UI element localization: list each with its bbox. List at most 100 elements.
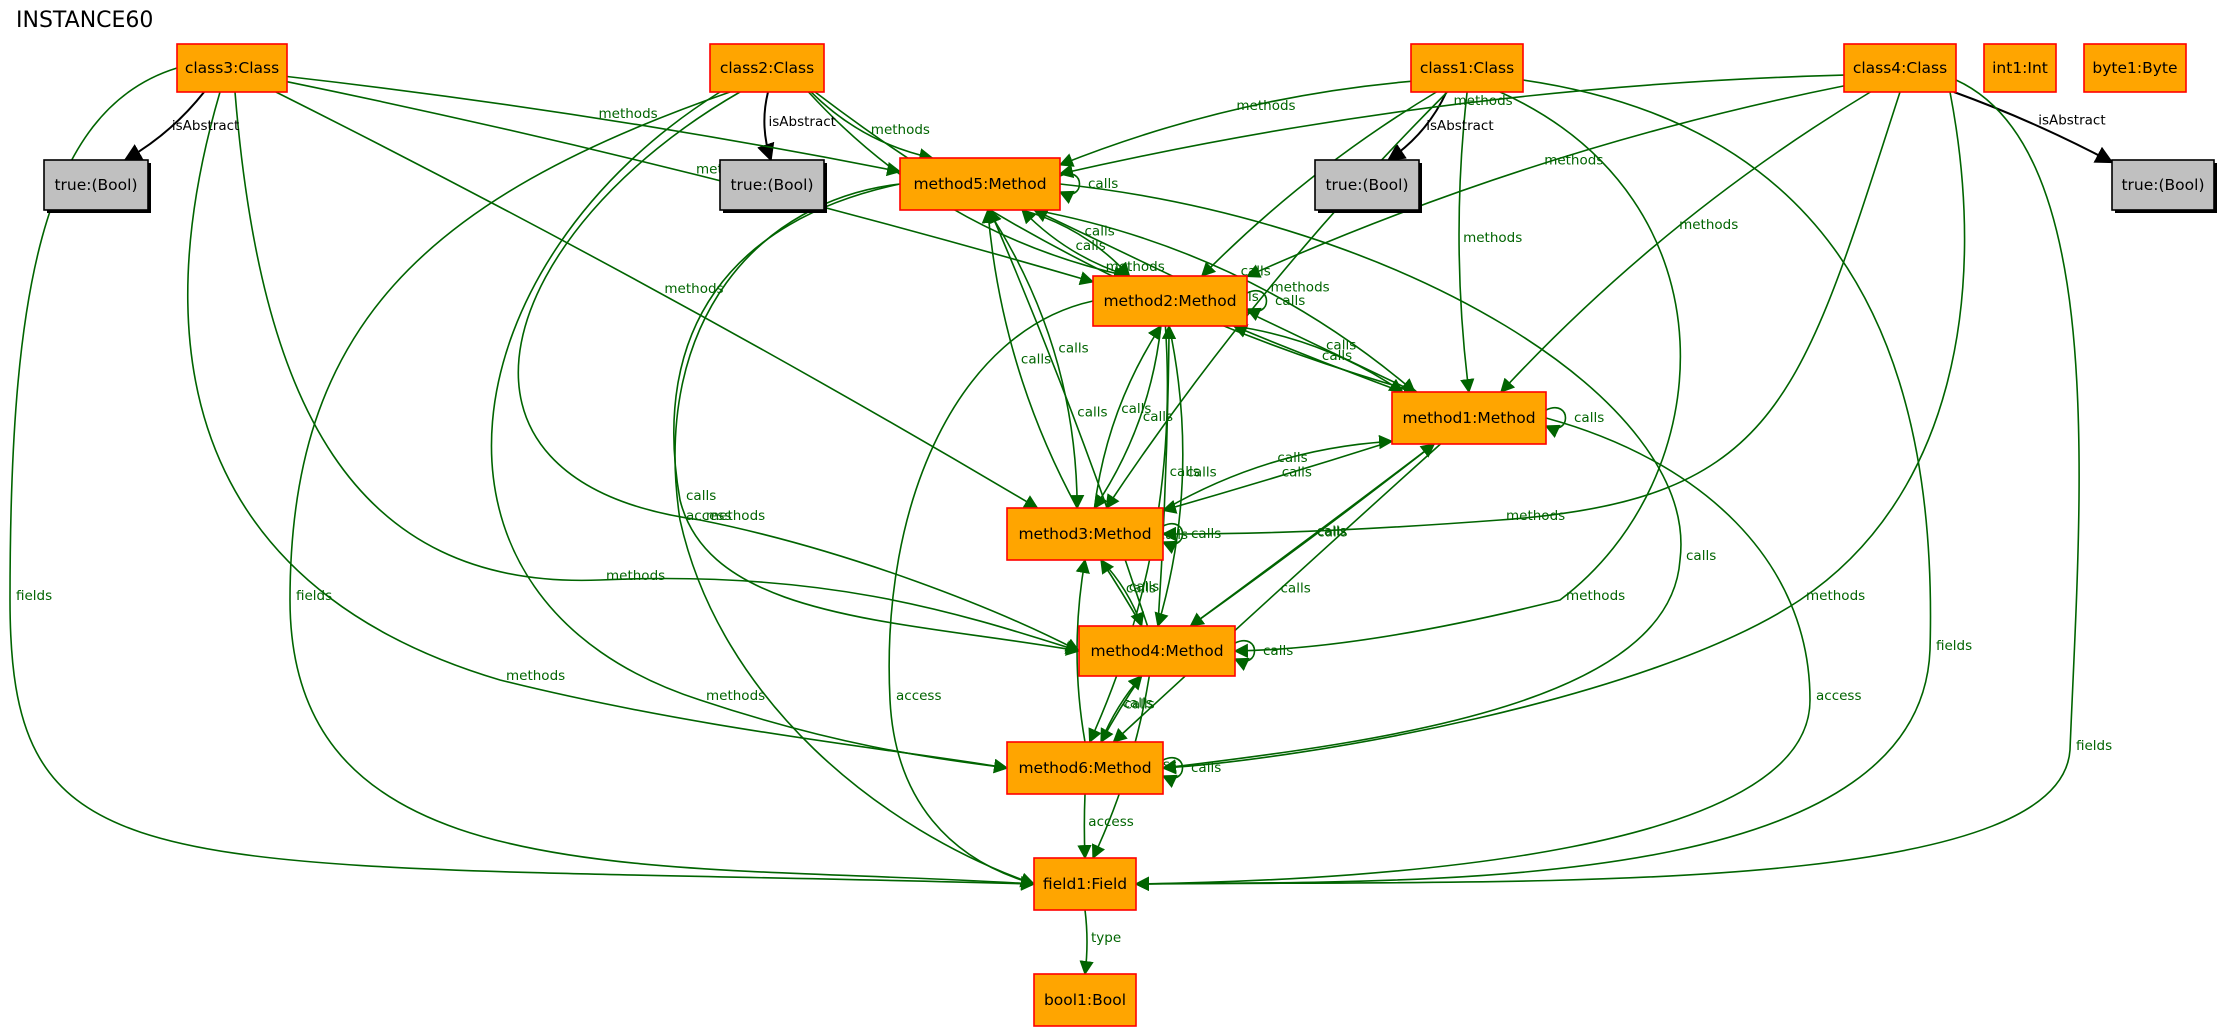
node-true4[interactable]: true:(Bool) bbox=[2111, 159, 2217, 213]
edge-label-method1-to-method2: calls bbox=[1322, 348, 1352, 364]
edge-method6-to-method4 bbox=[1100, 674, 1143, 743]
edge-method6-to-field1 bbox=[1077, 793, 1092, 860]
node-true3[interactable]: true:(Bool) bbox=[43, 159, 151, 213]
edge-label-method1-to-method4: calls bbox=[1317, 523, 1347, 539]
edge-method2-to-method3 bbox=[1093, 325, 1162, 510]
node-bool1[interactable]: bool1:Bool bbox=[1033, 973, 1137, 1027]
node-method6[interactable]: method6:Method bbox=[1006, 741, 1164, 795]
node-method5[interactable]: method5:Method bbox=[899, 157, 1061, 211]
node-label-class3: class3:Class bbox=[185, 59, 279, 77]
node-box-class2 bbox=[709, 43, 825, 93]
edge-label-method1-to-method6: calls bbox=[1281, 581, 1311, 597]
edge-method6-to-method3 bbox=[1075, 558, 1090, 743]
edge-label-class2-to-method5: methods bbox=[871, 122, 930, 138]
edge-label-method3-to-method5: calls bbox=[1021, 352, 1051, 368]
node-field1[interactable]: field1:Field bbox=[1033, 857, 1137, 911]
edge-label-class4-to-method3: methods bbox=[1506, 508, 1565, 524]
edge-method4-to-method4 bbox=[1233, 640, 1256, 671]
edge-label-class1-to-method4: methods bbox=[1566, 588, 1625, 604]
edge-class4-to-method2 bbox=[1245, 85, 1845, 278]
edge-method6-to-method6 bbox=[1161, 757, 1184, 788]
edge-method2-to-method5 bbox=[1021, 208, 1130, 277]
edge-label-method4-to-method2: calls bbox=[1170, 464, 1200, 480]
edge-method1-to-method1 bbox=[1544, 407, 1567, 438]
edge-class1-to-method4 bbox=[1233, 91, 1682, 658]
edge-label-method2-to-method6: calls bbox=[1158, 527, 1188, 543]
node-label-class2: class2:Class bbox=[720, 59, 814, 77]
edge-method4-to-method3 bbox=[1100, 558, 1143, 627]
node-byte1[interactable]: byte1:Byte bbox=[2083, 43, 2187, 93]
edge-label-method4-to-method5: calls bbox=[1077, 404, 1107, 420]
edge-label-class3-to-method3: methods bbox=[664, 281, 723, 297]
edge-label-class2-to-method4: methods bbox=[706, 508, 765, 524]
edge-method4-to-method1 bbox=[1190, 443, 1436, 627]
node-box-method1 bbox=[1391, 391, 1547, 445]
node-class4[interactable]: class4:Class bbox=[1843, 43, 1957, 93]
edge-label-class1-to-field1: fields bbox=[1936, 638, 1972, 654]
edge-method1-to-method2 bbox=[1232, 324, 1403, 393]
edge-method1-to-method6 bbox=[1112, 443, 1442, 743]
edge-label-method2-to-method1: calls bbox=[1326, 337, 1356, 353]
edge-method3-to-method1 bbox=[1162, 434, 1394, 512]
edge-label-method6-to-field1: access bbox=[1088, 814, 1134, 830]
edge-label-method4-to-method6: calls bbox=[1124, 696, 1154, 712]
edge-method1-to-method4 bbox=[1189, 443, 1435, 627]
node-box-method3 bbox=[1006, 507, 1164, 561]
edge-label-method6-to-method4: calls bbox=[1123, 695, 1153, 711]
edge-label-class4-to-true4: isAbstract bbox=[2038, 112, 2105, 128]
node-label-method1: method1:Method bbox=[1402, 409, 1535, 427]
edge-label-class1-to-true1: isAbstract bbox=[1426, 118, 1493, 134]
node-int1[interactable]: int1:Int bbox=[1983, 43, 2057, 93]
edge-label-method5-to-method4: calls bbox=[686, 488, 716, 504]
edge-label-class4-to-field1: fields bbox=[2076, 738, 2112, 754]
edge-label-method4-to-method4: calls bbox=[1263, 643, 1293, 659]
node-label-method3: method3:Method bbox=[1018, 525, 1151, 543]
edge-class4-to-method5 bbox=[1058, 74, 1845, 179]
node-box-true3 bbox=[43, 159, 149, 211]
node-class3[interactable]: class3:Class bbox=[176, 43, 288, 93]
node-label-byte1: byte1:Byte bbox=[2092, 59, 2177, 77]
edge-label-class3-to-method5: methods bbox=[599, 106, 658, 122]
edge-label-method4-to-method1: calls bbox=[1317, 524, 1347, 540]
node-box-int1 bbox=[1983, 43, 2057, 93]
edge-method5-to-method6 bbox=[1059, 183, 1682, 774]
node-box-method4 bbox=[1078, 625, 1236, 677]
edge-label-class4-to-method2: methods bbox=[1544, 153, 1603, 169]
node-method3[interactable]: method3:Method bbox=[1006, 507, 1164, 561]
edge-label-method6-to-method6: calls bbox=[1191, 760, 1221, 776]
node-method2[interactable]: method2:Method bbox=[1092, 275, 1248, 327]
edge-class3-to-method5 bbox=[286, 75, 902, 177]
edge-method3-to-method5 bbox=[981, 208, 1078, 509]
edge-label-class2-to-true2: isAbstract bbox=[769, 114, 836, 130]
edge-label-class2-to-method6: methods bbox=[706, 688, 765, 704]
edge-label-class2-to-method1: methods bbox=[1106, 259, 1165, 275]
edge-label-method4-to-method3: calls bbox=[1126, 581, 1156, 597]
edge-class3-to-method2 bbox=[286, 80, 1095, 286]
edge-method5-to-field1 bbox=[674, 183, 1036, 887]
node-label-true3: true:(Bool) bbox=[54, 176, 137, 194]
edge-label-method5-to-method6: calls bbox=[1686, 548, 1716, 564]
edge-label-method2-to-method2: calls bbox=[1275, 293, 1305, 309]
node-box-true1 bbox=[1314, 159, 1420, 211]
edge-method3-to-method3 bbox=[1161, 523, 1184, 554]
edge-label-class1-to-method5: methods bbox=[1236, 98, 1295, 114]
node-class1[interactable]: class1:Class bbox=[1410, 43, 1524, 93]
edge-method2-to-method1 bbox=[1233, 325, 1404, 393]
edge-method1-to-field1 bbox=[1134, 417, 1811, 892]
node-box-byte1 bbox=[2083, 43, 2187, 93]
node-true2[interactable]: true:(Bool) bbox=[719, 159, 827, 213]
node-label-class1: class1:Class bbox=[1420, 59, 1514, 77]
node-label-method5: method5:Method bbox=[913, 175, 1046, 193]
node-method4[interactable]: method4:Method bbox=[1078, 625, 1236, 677]
edge-label-class3-to-method4: methods bbox=[606, 568, 665, 584]
node-class2[interactable]: class2:Class bbox=[709, 43, 825, 93]
edge-label-method1-to-method1: calls bbox=[1574, 410, 1604, 426]
edge-class2-to-field1 bbox=[289, 91, 1036, 891]
node-layer: class3:Class class2:Class class1:Class clas… bbox=[43, 43, 2217, 1027]
node-true1[interactable]: true:(Bool) bbox=[1314, 159, 1422, 213]
edge-class2-to-method5 bbox=[810, 91, 934, 163]
node-label-method2: method2:Method bbox=[1103, 292, 1236, 310]
node-method1[interactable]: method1:Method bbox=[1391, 391, 1547, 445]
edge-method5-to-method3 bbox=[987, 209, 1085, 510]
